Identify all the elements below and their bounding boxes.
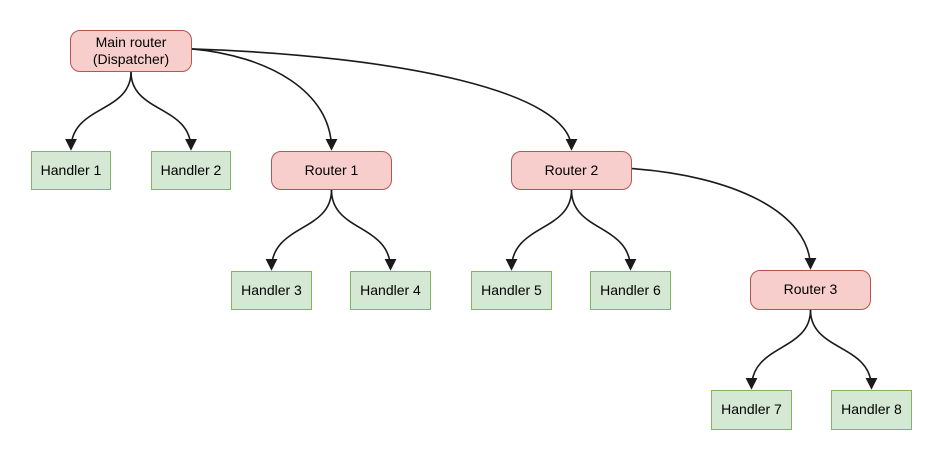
node-h4: Handler 4 <box>350 271 431 310</box>
node-h1: Handler 1 <box>31 151 111 190</box>
node-main: Main router (Dispatcher) <box>70 30 192 72</box>
edge-r2-h6 <box>570 189 637 271</box>
edge-main-r1 <box>191 48 338 151</box>
node-h6: Handler 6 <box>590 271 671 310</box>
node-r1: Router 1 <box>271 151 392 190</box>
node-h3: Handler 3 <box>231 271 312 310</box>
edge-r2-h5 <box>505 189 573 271</box>
node-r3: Router 3 <box>750 270 871 310</box>
node-h7: Handler 7 <box>711 390 792 430</box>
node-h2: Handler 2 <box>151 151 231 190</box>
node-h5: Handler 5 <box>471 271 552 310</box>
edge-r3-h7 <box>745 309 812 390</box>
node-r2: Router 2 <box>511 151 632 190</box>
edge-r3-h8 <box>809 309 878 390</box>
edge-r2-r3 <box>631 167 817 270</box>
edge-main-h2 <box>130 71 197 151</box>
edge-main-h1 <box>65 71 132 151</box>
node-h8: Handler 8 <box>831 390 912 430</box>
edge-r1-h3 <box>265 189 333 271</box>
edge-main-r2 <box>191 48 578 151</box>
edge-r1-h4 <box>330 189 397 271</box>
